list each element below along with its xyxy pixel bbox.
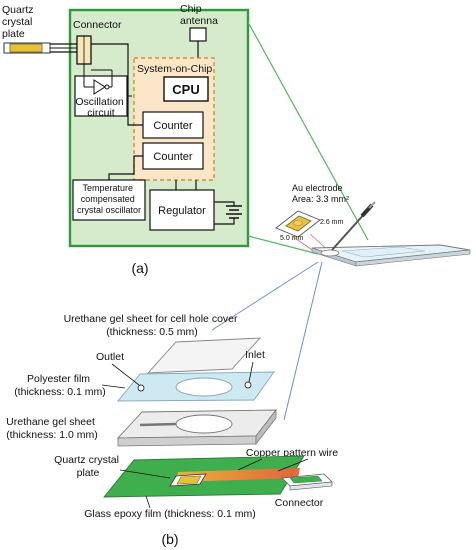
svg-text:Urethane gel sheet (thic: Urethane gel sheet (thickness: 1.0 mm): [6, 416, 98, 441]
chip-antenna-box: [189, 27, 207, 42]
svg-text:Oscillation circuit: Oscillation circuit: [75, 96, 126, 119]
leader-line-blue-1: [211, 261, 319, 331]
svg-text:Temperature compensated: Temperature compensated crystal oscillat…: [77, 183, 141, 215]
tcxo-line2: compensated: [81, 194, 135, 204]
leader-line-top: [247, 21, 369, 241]
glass-epoxy-label: Glass epoxy film (thickness: 0.1 mm): [84, 508, 256, 520]
oscillation-line1: Oscillation: [75, 96, 124, 108]
electrode-line2: Area: 3.3 mm²: [292, 194, 349, 204]
svg-text:Chip antenna: Chip antenna: [180, 3, 218, 27]
outlet-label: Outlet: [96, 351, 124, 363]
oscillation-line2: circuit: [87, 107, 115, 119]
tcxo-line1: Temperature: [82, 183, 133, 193]
cpu-label: CPU: [172, 82, 199, 97]
quartz-label-line1: Quartz: [2, 4, 34, 16]
connector-b-label: Connector: [275, 497, 324, 509]
counter-block-2: [142, 142, 204, 170]
polyester-line1: Polyester film: [27, 373, 90, 385]
quartz-b-line1: Quartz crystal: [54, 454, 119, 466]
copper-label: Copper pattern wire: [246, 447, 338, 459]
chip-antenna-line2: antenna: [180, 15, 218, 27]
quartz-b-line2: plate: [77, 467, 100, 479]
svg-text:Urethane gel sheet for cell ho: Urethane gel sheet for cell hole cover (…: [64, 313, 241, 338]
connector-b: [281, 473, 333, 491]
svg-text:Quartz crystal plate: Quartz crystal plate: [54, 454, 122, 479]
block-diagram-panel: Quartz crystal plate Connector Chip ante…: [2, 3, 250, 276]
regulator-label: Regulator: [158, 205, 206, 217]
cpu-block: [163, 76, 209, 102]
svg-text:Quartz crystal pla: Quartz crystal plate: [2, 4, 36, 40]
tcxo-line3: crystal oscillator: [77, 205, 141, 215]
panel-a-label: (a): [131, 260, 148, 276]
dim-height: 2.6 mm: [320, 219, 344, 226]
pipette-icon: [331, 201, 376, 251]
exploded-view-panel: Urethane gel sheet for cell hole cover (…: [6, 313, 338, 547]
counter-block-1: [142, 111, 204, 139]
svg-text:Au electrode Area: 3.3 m: Au electrode Area: 3.3 mm²: [292, 183, 349, 204]
quartz-plate-icon: [3, 42, 51, 54]
panel-b-label: (b): [161, 531, 178, 547]
chip-antenna-line1: Chip: [180, 3, 202, 15]
quartz-label-line2: crystal: [2, 16, 32, 28]
electrode-line1: Au electrode: [292, 183, 343, 193]
inlet-label: Inlet: [245, 349, 265, 361]
soc-label: System-on-Chip: [137, 63, 212, 75]
battery-icon: [214, 201, 242, 225]
quartz-label-line3: plate: [2, 28, 25, 40]
cover-label-line1: Urethane gel sheet for cell hole cover: [64, 313, 238, 325]
counter-label-2: Counter: [153, 151, 192, 163]
device-view: Au electrode Area: 3.3 mm² 5.0 mm 2.6 mm: [275, 183, 471, 267]
leader-line-bottom: [247, 235, 319, 255]
dim-width: 5.0 mm: [280, 235, 304, 242]
connector-label: Connector: [73, 19, 122, 31]
cover-sheet: [146, 337, 262, 374]
regulator-block: [149, 189, 215, 231]
cover-label-line2: (thickness: 0.5 mm): [106, 326, 198, 338]
gel-sheet-line2: (thickness: 1.0 mm): [6, 429, 98, 441]
gel-sheet-line1: Urethane gel sheet: [6, 416, 95, 428]
copper-pattern: [176, 468, 300, 482]
counter-label-1: Counter: [153, 120, 192, 132]
svg-text:Polyester film (thicknes: Polyester film (thickness: 0.1 mm): [14, 373, 106, 398]
polyester-line2: (thickness: 0.1 mm): [14, 386, 106, 398]
leader-line-blue-2: [283, 261, 323, 421]
